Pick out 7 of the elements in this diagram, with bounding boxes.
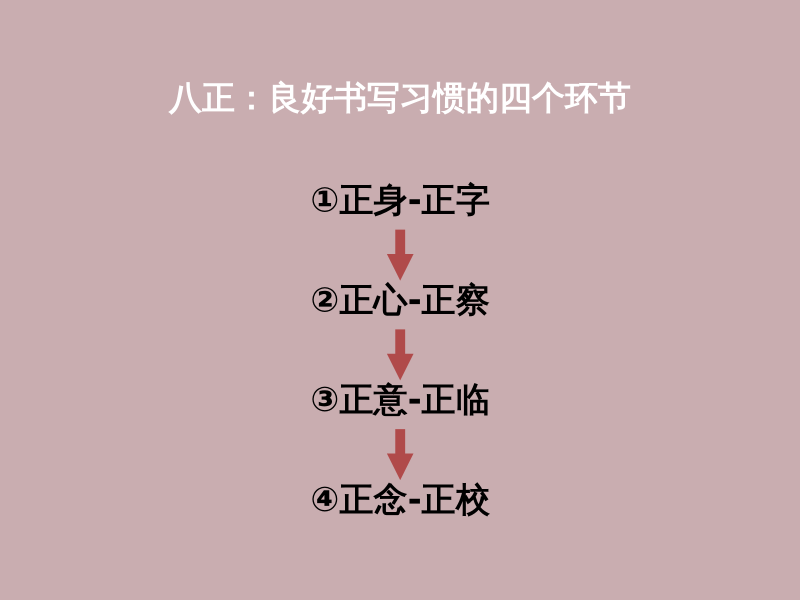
arrow — [386, 329, 414, 380]
step-label: ③正意-正临 — [310, 380, 490, 420]
diagram-title: 八正：良好书写习惯的四个环节 — [168, 77, 632, 119]
step-label: ②正心-正察 — [310, 280, 490, 320]
step-label: ①正身-正字 — [310, 180, 490, 220]
arrow — [386, 230, 414, 281]
arrow — [386, 429, 414, 480]
